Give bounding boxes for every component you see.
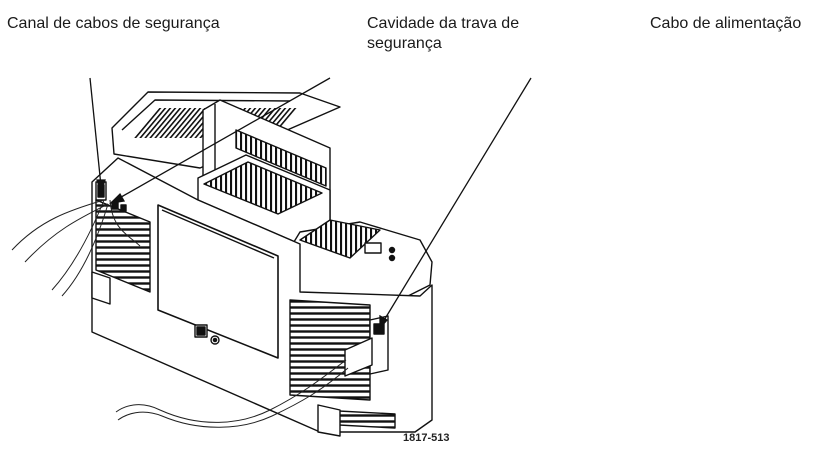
callout-security-lock-cavity: Cavidade da trava de segurança [367,15,520,52]
display-window [157,204,279,359]
rear-connectors [194,324,220,345]
bottom-feet [91,271,341,437]
callout-power-cord: Cabo de alimentação [650,15,802,32]
power-inlet [344,315,389,377]
top-right-lid [285,219,433,301]
center-top-block [197,154,331,245]
cables [11,199,349,428]
figure-number: 1817-513 [403,432,450,444]
callout-security-cable-channel: Canal de cabos de segurança [7,15,220,32]
callout-arrows [89,77,532,330]
